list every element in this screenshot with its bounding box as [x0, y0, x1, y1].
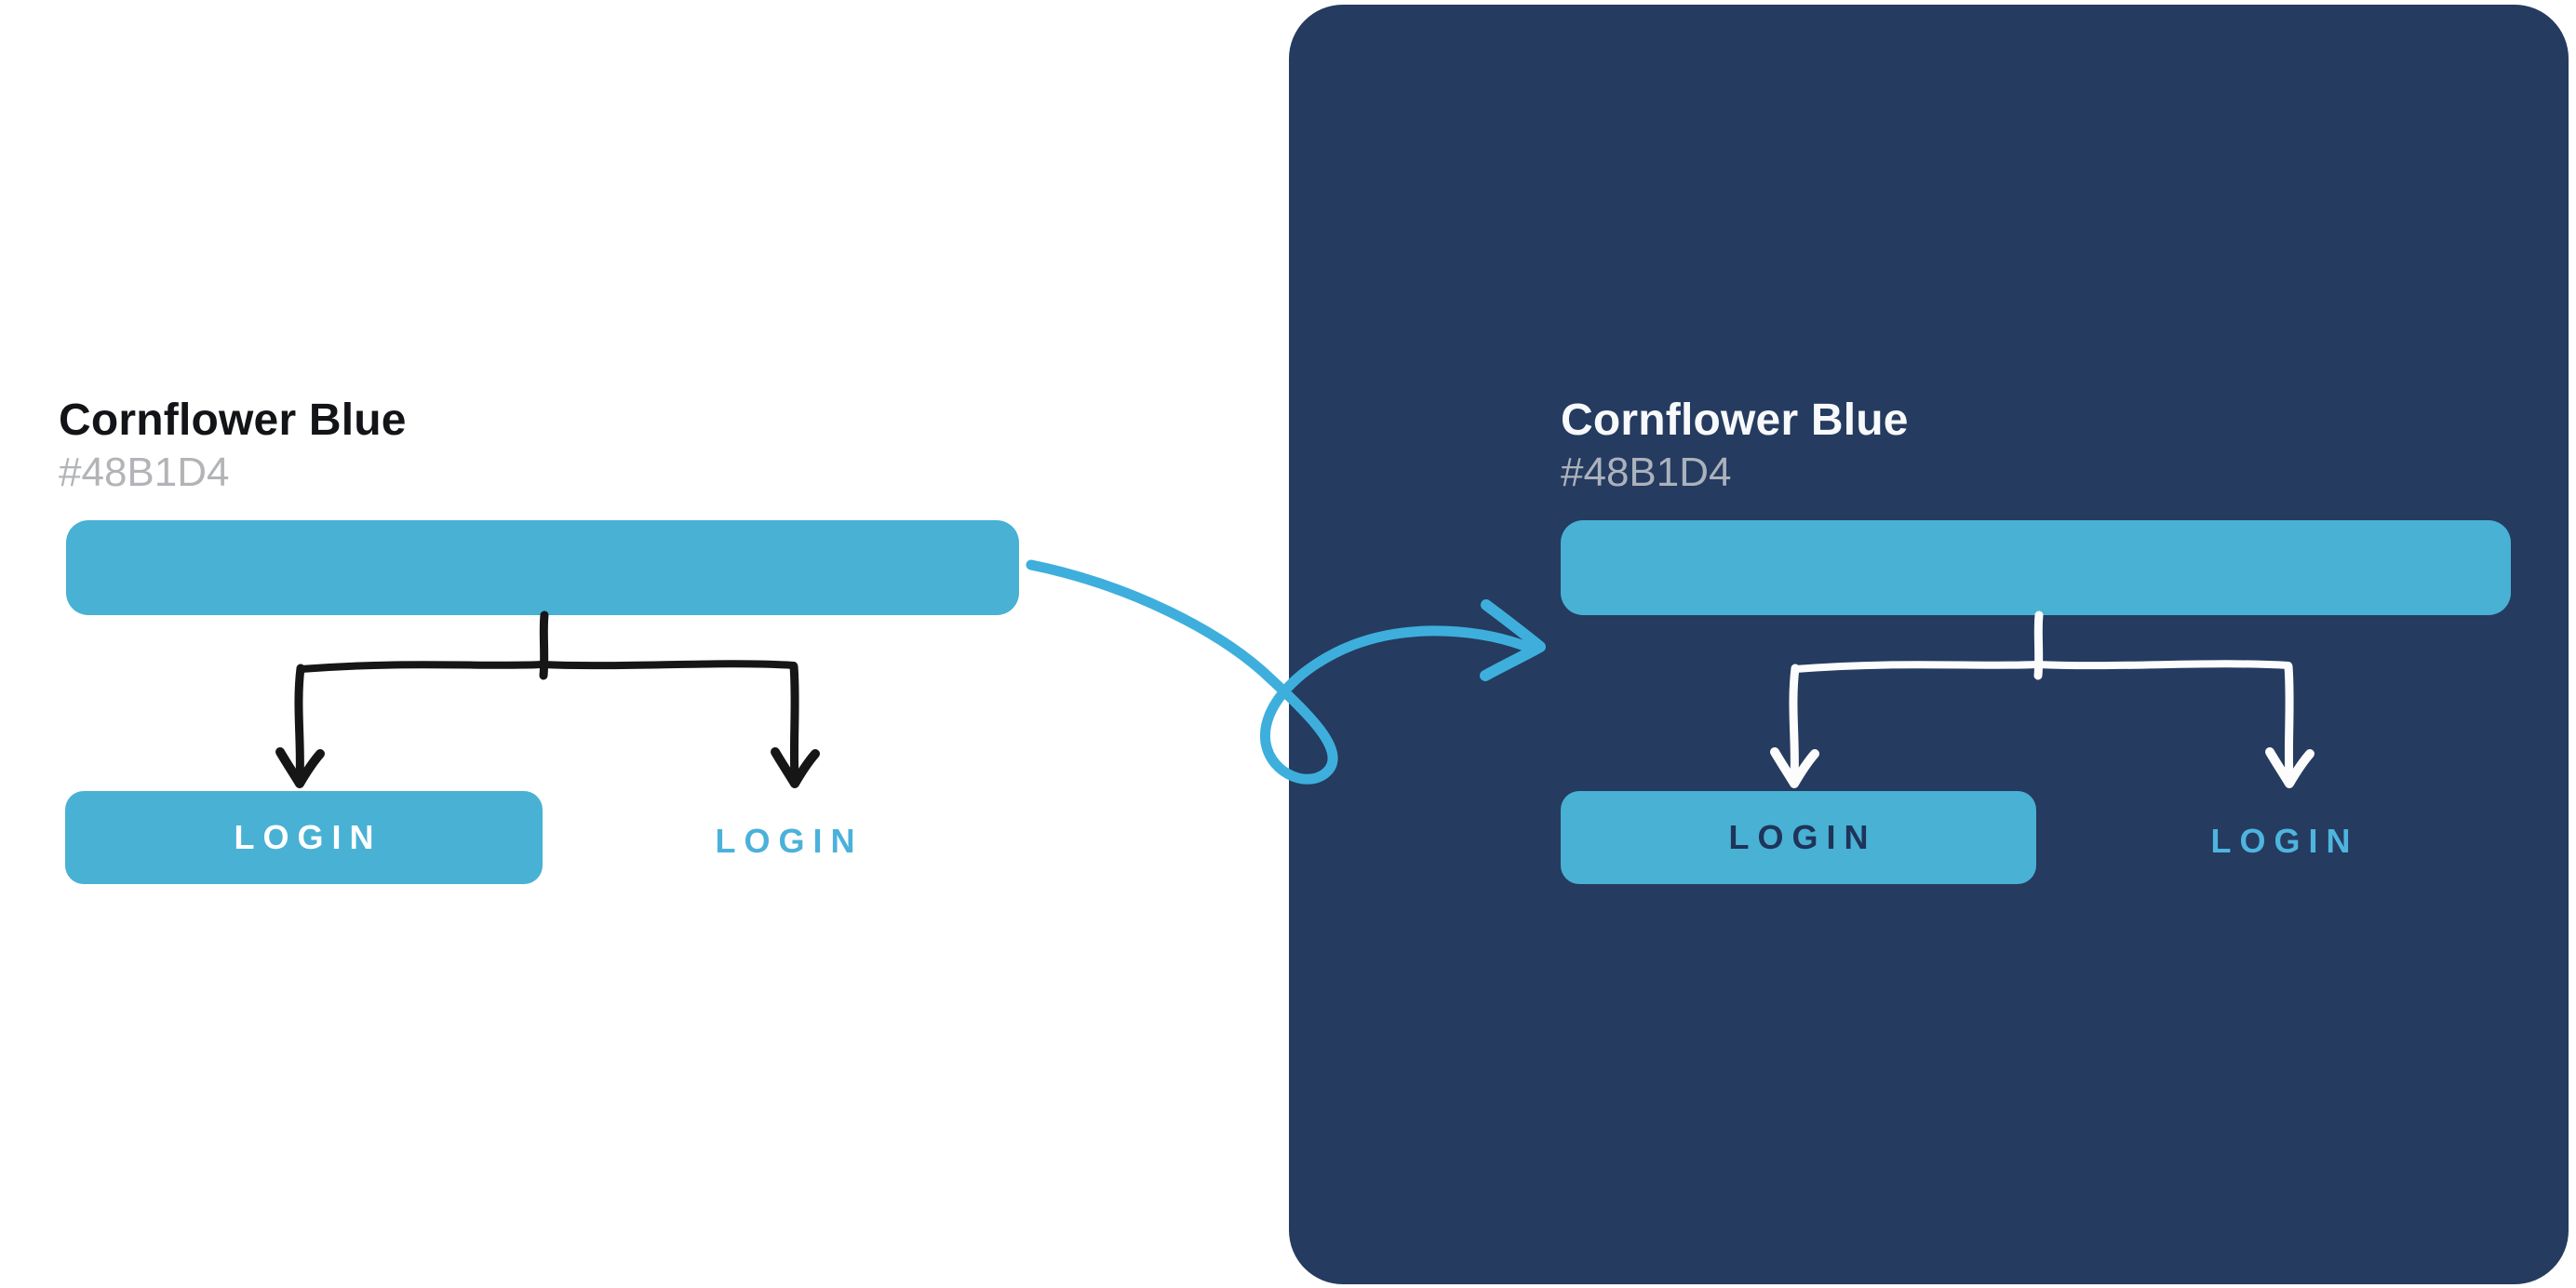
- color-name-label: Cornflower Blue: [1561, 396, 1909, 445]
- color-swatch-bar: [66, 520, 1019, 615]
- login-button-label: LOGIN: [1728, 818, 1877, 856]
- color-swatch-bar: [1561, 520, 2511, 615]
- login-button[interactable]: LOGIN: [65, 791, 543, 884]
- login-button-label: LOGIN: [234, 818, 382, 856]
- branch-connector-black-icon: [275, 610, 820, 788]
- color-hex-label: #48B1D4: [59, 449, 230, 495]
- dark-background-panel: [1289, 5, 2569, 1284]
- login-button[interactable]: LOGIN: [1561, 791, 2036, 884]
- login-text-link[interactable]: LOGIN: [715, 822, 864, 860]
- color-hex-label: #48B1D4: [1561, 449, 1732, 495]
- login-text-link[interactable]: LOGIN: [2210, 822, 2359, 860]
- color-name-label: Cornflower Blue: [59, 396, 407, 445]
